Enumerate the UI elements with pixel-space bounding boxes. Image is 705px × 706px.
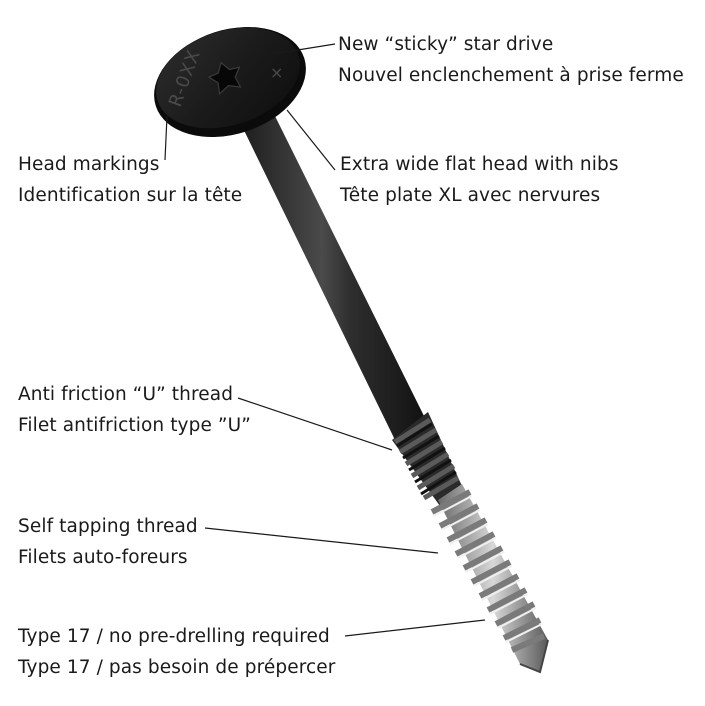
callout-u-thread: Anti friction “U” thread Filet antifrict… [18, 379, 251, 441]
leader-lines [164, 43, 486, 637]
callout-flat-head: Extra wide flat head with nibs Tête plat… [340, 149, 619, 211]
star-drive-icon [207, 61, 242, 95]
leader-star-drive [247, 43, 336, 59]
callout-head-markings-en: Head markings [18, 154, 160, 175]
callout-self-tapping-fr: Filets auto-foreurs [18, 547, 188, 568]
head-marking-x: × [270, 63, 283, 82]
callout-star-drive-en: New “sticky” star drive [338, 34, 554, 55]
callout-type17-fr: Type 17 / pas besoin de prépercer [18, 657, 336, 678]
callout-u-thread-en: Anti friction “U” thread [18, 384, 234, 405]
callout-star-drive-fr: Nouvel enclenchement à prise ferme [338, 65, 684, 86]
callout-star-drive: New “sticky” star drive Nouvel enclenche… [338, 29, 684, 91]
self-tapping-tip [430, 484, 549, 674]
callout-head-markings: Head markings Identification sur la tête [18, 149, 242, 211]
callout-self-tapping: Self tapping thread Filets auto-foreurs [18, 511, 198, 573]
leader-u-thread [237, 397, 393, 451]
callout-self-tapping-en: Self tapping thread [18, 516, 198, 537]
u-thread-section [392, 412, 462, 506]
callout-u-thread-fr: Filet antifriction type ”U” [18, 415, 251, 436]
callout-head-markings-fr: Identification sur la tête [18, 185, 243, 206]
callout-flat-head-en: Extra wide flat head with nibs [340, 154, 619, 175]
callout-flat-head-fr: Tête plate XL avec nervures [340, 185, 601, 206]
leader-type17 [344, 619, 486, 637]
leader-self-tapping [204, 527, 439, 554]
callout-type17: Type 17 / no pre-drelling required Type … [18, 621, 335, 683]
callout-type17-en: Type 17 / no pre-drelling required [18, 626, 330, 647]
leader-head-markings [164, 115, 168, 161]
leader-flat-head [286, 109, 336, 171]
screw-head: R-0XX × [154, 26, 306, 138]
screw-shaft [238, 110, 425, 440]
